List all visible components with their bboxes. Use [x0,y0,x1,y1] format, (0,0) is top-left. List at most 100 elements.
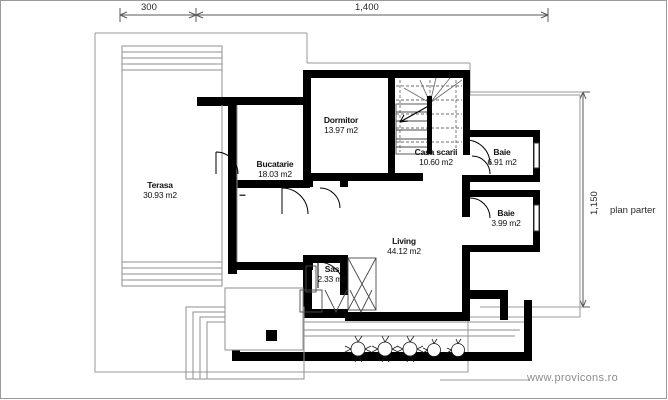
wall-sas-north [303,255,348,263]
staircase-group [395,77,463,156]
room-label-sas: Sas 2.33 m2 [306,264,358,285]
room-label-living: Living 44.12 m2 [366,236,442,257]
door-arc-stairs [471,155,491,175]
site-boundary [94,33,581,373]
windows-group [239,142,540,232]
wall-baie-north [462,130,540,137]
shrub-1 [344,335,372,363]
sas-small-cross-group [305,265,317,293]
wall-bottom-return-v [500,290,508,320]
room-name-terasa: Terasa [147,180,173,190]
room-name-dormitor: Dormitor [323,115,359,125]
dimension-top-300: 300 [141,2,157,13]
window-baie-lower [533,204,540,232]
wall-north-stairs [410,70,470,78]
wall-dormitor-east [388,78,395,180]
winder-5 [403,87,431,104]
room-name-living: Living [392,236,416,246]
wall-terasa-edge [197,97,237,106]
winder-2 [429,77,451,104]
wall-baie2-south [462,245,540,252]
door-arc-dormitor [319,187,341,209]
room-label-baie-lower: Baie 3.99 m2 [476,208,536,229]
watermark-text: www.provicons.ro [527,372,618,384]
wall-dormitor-west [303,70,311,180]
entry-marker [266,330,277,341]
wall-sas-west [303,255,312,317]
dimension-top-1400: 1,400 [355,2,379,13]
landscape-shrubs-group [344,335,465,363]
room-name-casa-scarii: Casa scarii [414,147,458,157]
room-name-bucatarie: Bucatarie [256,159,294,169]
stair-winder-treads [403,77,463,104]
dimension-right-1150: 1,150 [589,191,600,215]
room-label-baie-upper: Baie 6.91 m2 [472,147,532,168]
wall-nib-2 [340,173,348,187]
door-arc-sas [317,261,345,289]
door-arc-bucatarie [281,187,309,215]
terrace-slab-group [121,45,223,287]
room-name-baie-upper: Baie [493,147,511,157]
wall-baie2-north [462,190,540,197]
stair-arrow-line [399,103,433,123]
site-outline-group [94,32,581,373]
stair-stringer [427,96,432,154]
wall-dormitor-south [303,173,423,181]
wall-nib-1 [303,173,313,187]
right-dimension-group [470,91,590,308]
top-dimension-group [119,8,549,22]
entry-panel-2 [324,289,348,314]
room-name-sas: Sas [324,264,340,274]
door-arc-baie-lower [469,197,491,219]
room-label-bucatarie: Bucatarie 18.03 m2 [233,159,317,180]
wall-entry-east [524,300,532,360]
wall-bottom-return [463,290,508,299]
wall-entry-south [232,352,532,361]
wall-east-mid [462,182,470,217]
wall-south-kitchen [228,262,313,270]
room-label-dormitor: Dormitor 13.97 m2 [303,115,379,136]
entry-panel-1 [299,289,323,313]
door-arc-baie-upper [465,139,491,165]
dimension-arrow-right-1400 [540,11,549,19]
room-name-baie-lower: Baie [497,208,515,218]
entry-panel-group [299,289,373,314]
wall-stairs-east [462,70,470,155]
wall-north-dormitor [303,70,418,78]
wall-west-lower [228,262,237,274]
terrace-slab [121,45,223,287]
sas-small-panel [305,265,317,293]
wall-bucatarie-south [228,180,310,188]
room-area-living: 44.12 m2 [387,245,421,256]
stair-arrow-head [399,114,409,123]
entry-panel-3 [349,289,373,314]
wall-sas-east [340,255,348,295]
wall-living-east [462,252,470,312]
stair-direction-arrow [399,103,433,123]
doors-group [215,139,491,289]
wall-north-kitchen [200,97,310,105]
floor-lines-group [185,105,524,380]
plan-caption: plan parter [610,205,656,216]
winder-1 [429,79,463,104]
room-label-terasa: Terasa 30.93 m2 [120,180,200,201]
room-area-sas: 2.33 m2 [317,273,347,284]
window-kitchen-marker [239,194,246,196]
shrub-5 [446,338,465,357]
room-area-terasa: 30.93 m2 [143,189,177,200]
dimension-arrow-right-300 [188,11,197,19]
shrub-4 [422,338,441,357]
room-area-baie-upper: 6.91 m2 [487,156,517,167]
room-area-bucatarie: 18.03 m2 [258,168,292,179]
shrub-3 [396,335,424,363]
room-area-casa-scarii: 10.60 m2 [419,156,453,167]
sas-cross-2 [347,257,377,311]
shrub-2 [371,335,399,363]
room-area-baie-lower: 3.99 m2 [491,217,521,228]
dimension-arrow-left-300 [119,11,128,19]
wall-sas-south [303,309,348,318]
window-baie-upper [533,142,540,169]
